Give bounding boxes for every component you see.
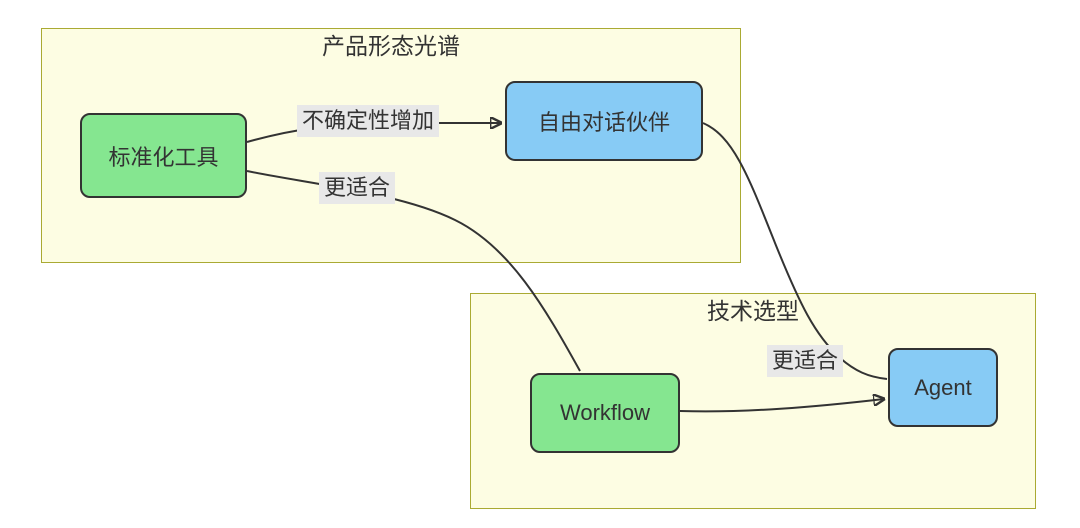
edge-workflow-to-agent-line [679,399,884,413]
node-standardized-tool-label: 标准化工具 [108,144,219,170]
edge-tool-to-workflow-line [246,170,581,372]
node-free-dialogue-partner: 自由对话伙伴 [505,81,703,161]
edge-label-more-suitable-workflow: 更适合 [319,172,396,204]
node-agent-label: Agent [914,374,972,400]
subgraph-tech-selection-title: 技术选型 [707,298,799,324]
node-free-dialogue-partner-label: 自由对话伙伴 [537,110,670,135]
edge-label-uncertainty: 不确定性增加 [297,105,440,137]
edge-partner-to-agent-line [702,122,888,380]
node-standardized-tool: 标准化工具 [80,113,247,198]
node-workflow-label: Workflow [559,400,651,425]
node-workflow: Workflow [530,373,680,453]
node-agent: Agent [888,348,998,427]
subgraph-product-spectrum-title: 产品形态光谱 [322,33,460,59]
edge-label-more-suitable-agent: 更适合 [767,345,844,377]
